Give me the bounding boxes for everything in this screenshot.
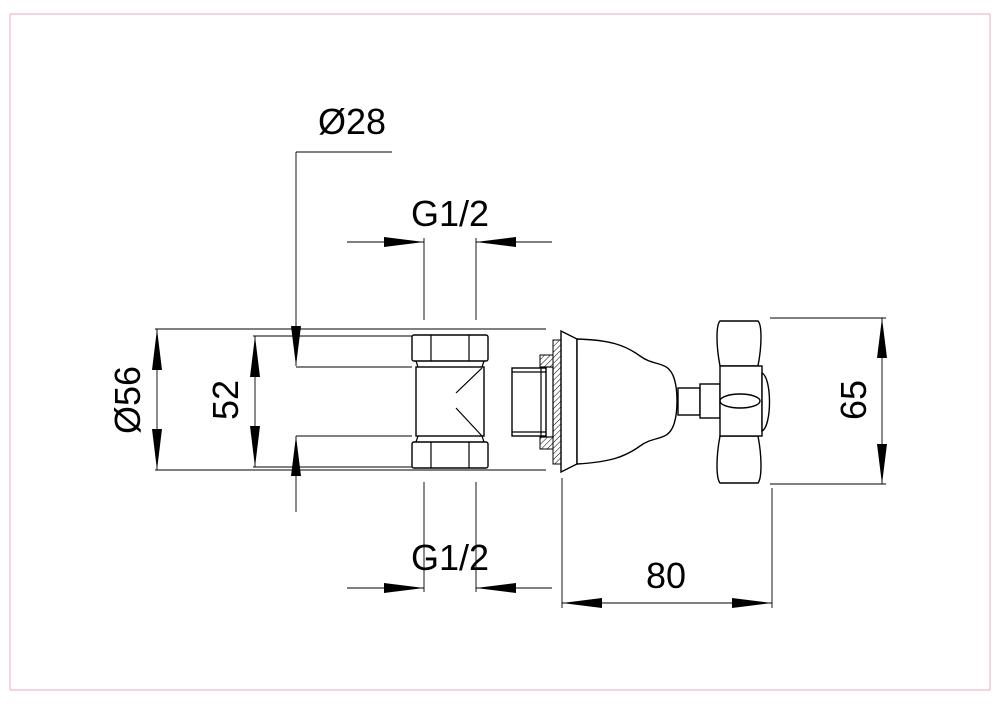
label-outer-diameter: Ø56 xyxy=(107,366,148,434)
label-depth: 80 xyxy=(646,555,686,596)
dimension-inner-height: 52 xyxy=(205,336,260,467)
upper-nut xyxy=(411,334,489,362)
label-handle-height: 65 xyxy=(833,380,874,420)
label-inner-height: 52 xyxy=(205,380,246,420)
lower-nut xyxy=(411,441,489,469)
wall-flange xyxy=(560,329,578,474)
drawing-border xyxy=(9,13,991,691)
handle-wing-bottom xyxy=(716,435,762,484)
spindle xyxy=(677,387,701,416)
handle-oval xyxy=(719,393,761,409)
bell-cover xyxy=(576,338,678,465)
valve-body xyxy=(411,320,771,484)
label-thread-bottom: G1/2 xyxy=(411,537,489,578)
dimension-thread-bottom: G1/2 xyxy=(347,537,552,593)
pipe-stub xyxy=(511,367,547,437)
handle-wing-top xyxy=(716,320,762,367)
dimension-handle-height: 65 xyxy=(833,318,887,484)
seal-ring xyxy=(552,339,562,465)
label-thread-top: G1/2 xyxy=(411,193,489,234)
dimension-outer-diameter: Ø56 xyxy=(107,329,162,470)
spindle-nut xyxy=(699,383,721,419)
dimension-thread-top: G1/2 xyxy=(347,193,552,247)
dimension-depth: 80 xyxy=(562,555,772,608)
label-pipe-diameter: Ø28 xyxy=(318,101,386,142)
handle-cap xyxy=(761,371,771,433)
extension-lines xyxy=(155,238,886,608)
dimension-pipe-diameter: Ø28 xyxy=(291,101,392,512)
